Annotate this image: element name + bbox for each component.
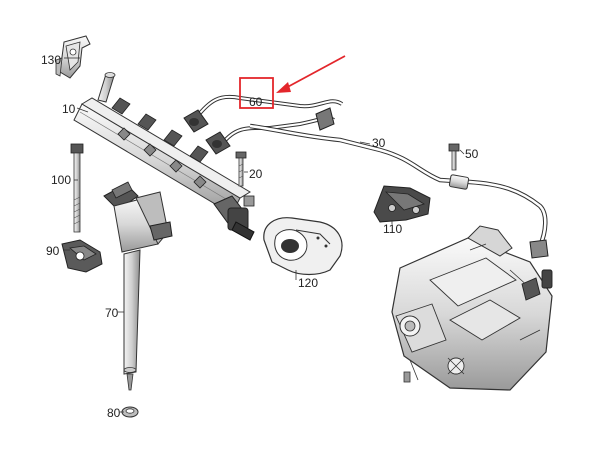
high-pressure-pump xyxy=(391,225,553,391)
part-label-70: 70 xyxy=(105,306,119,320)
bolt-20 xyxy=(235,151,247,187)
bracket-110 xyxy=(373,185,431,223)
clamp-claw-90 xyxy=(61,239,103,273)
part-label-30: 30 xyxy=(372,136,386,150)
line-connector xyxy=(183,107,335,155)
injector-70 xyxy=(103,181,173,391)
fuel-rail-10 xyxy=(73,72,255,241)
part-label-100: 100 xyxy=(51,173,72,187)
rail-outlet-stubs xyxy=(111,97,209,189)
bolt-100 xyxy=(70,143,84,233)
part-label-120: 120 xyxy=(298,276,319,290)
part-label-90: 90 xyxy=(46,244,60,258)
part-label-10: 10 xyxy=(62,102,76,116)
bolt-50 xyxy=(448,143,460,171)
bracket-clip-130 xyxy=(55,35,91,79)
clamp-120 xyxy=(263,217,343,276)
injector-line-60 xyxy=(183,94,344,155)
seal-ring-80 xyxy=(121,406,139,418)
highlight-box xyxy=(239,77,274,109)
part-label-60: 60 xyxy=(249,95,263,109)
part-label-80: 80 xyxy=(107,406,121,420)
part-label-50: 50 xyxy=(465,147,479,161)
part-label-110: 110 xyxy=(383,222,403,236)
highlight-arrow-shaft xyxy=(281,55,346,91)
fuel-line-30 xyxy=(249,123,549,259)
leader-lines xyxy=(64,57,465,413)
highlight-callout xyxy=(239,55,346,109)
part-label-20: 20 xyxy=(249,167,263,181)
rail-pressure-sensor xyxy=(213,195,255,241)
highlight-arrow-head xyxy=(276,82,291,93)
part-label-130: 130 xyxy=(41,53,62,67)
